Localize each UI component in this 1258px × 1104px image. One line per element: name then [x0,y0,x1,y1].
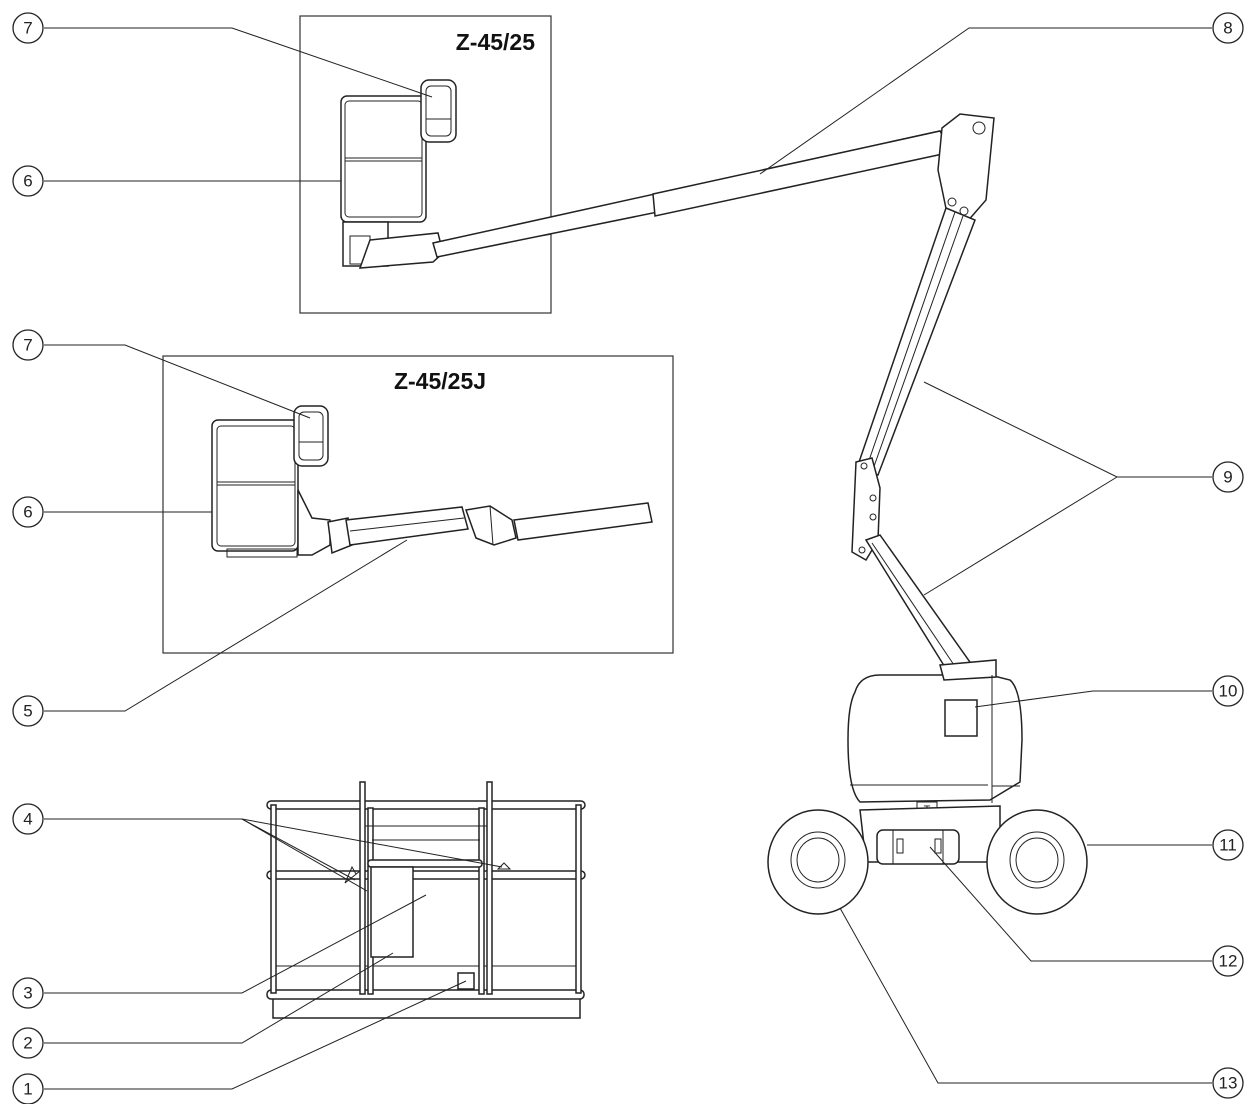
leader-lines [44,27,1212,1090]
svg-text:6: 6 [23,503,32,522]
lanyard-anchor-left [344,865,361,884]
z4525j-rotator [297,489,331,556]
z4525-inset: Z-45/25 [299,15,552,314]
svg-text:1: 1 [23,1080,32,1099]
boom-elbow-knuckle [937,113,995,224]
manual-storage-box [370,866,414,958]
svg-text:13: 13 [1219,1074,1238,1093]
turntable-label-panel [944,699,978,737]
callout-11: 11 [1212,829,1244,861]
svg-text:7: 7 [23,336,32,355]
z4525-model-label: Z-45/25 [456,29,535,55]
callout-2: 2 [12,1027,44,1059]
callout-8: 8 [1212,12,1244,44]
z4525-control-box [420,79,457,143]
callout-7-mid: 7 [12,329,44,361]
top-rail [266,800,586,810]
svg-text:2: 2 [23,1034,32,1053]
callout-1: 1 [12,1073,44,1104]
z4525-platform [340,95,427,223]
svg-text:3: 3 [23,984,32,1003]
callout-3: 3 [12,977,44,1009]
right-tire [986,809,1088,915]
mid-rail [266,870,586,880]
sliding-gate-bar [367,859,483,868]
callout-5: 5 [12,695,44,727]
z4525j-control-box [293,405,329,467]
z4525-frame [299,15,552,314]
svg-text:5: 5 [23,702,32,721]
svg-text:8: 8 [1223,19,1232,38]
turntable [847,674,1023,803]
platform-front-view [266,781,586,1019]
callout-4: 4 [12,803,44,835]
callout-10: 10 [1212,675,1244,707]
toe-board [271,965,578,991]
main-machine: T [432,113,1088,915]
upper-riser [857,207,976,477]
svg-text:4: 4 [23,810,32,829]
z4525j-frame [162,355,674,654]
callout-6-top: 6 [12,165,44,197]
callout-12: 12 [1212,945,1244,977]
z4525j-model-label: Z-45/25J [394,368,486,394]
svg-text:11: 11 [1219,836,1237,855]
z4525j-jib [345,506,469,546]
svg-text:10: 10 [1219,682,1238,701]
svg-text:9: 9 [1223,468,1232,487]
svg-text:7: 7 [23,19,32,38]
z4525j-boom [513,502,653,541]
callout-9: 9 [1212,461,1244,493]
svg-text:6: 6 [23,172,32,191]
oscillating-axle [876,829,960,865]
callout-13: 13 [1212,1067,1244,1099]
left-tire [767,809,869,915]
z4525j-inset: Z-45/25J [162,355,674,654]
callout-7-top: 7 [12,12,44,44]
lower-riser [864,534,974,673]
callout-6-mid: 6 [12,496,44,528]
platform-floor [272,997,581,1019]
lanyard-anchor-right [496,862,512,870]
svg-text:12: 12 [1219,952,1238,971]
